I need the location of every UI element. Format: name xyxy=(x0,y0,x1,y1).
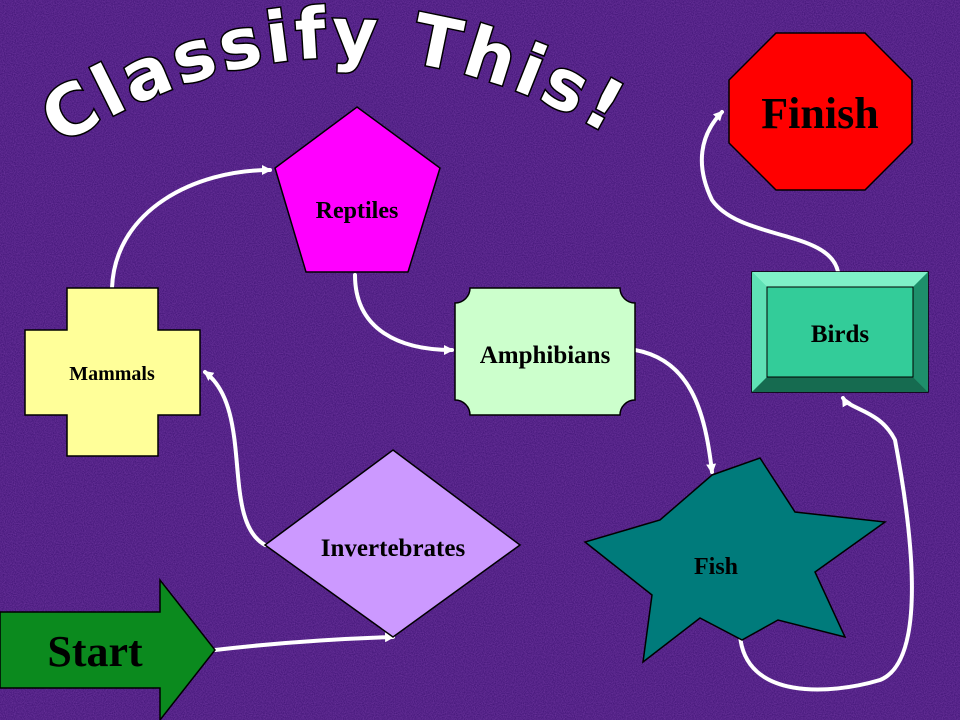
invertebrates-label: Invertebrates xyxy=(321,535,466,562)
start-node[interactable]: Start xyxy=(0,577,216,720)
amphibians-label: Amphibians xyxy=(480,342,611,369)
reptiles-node[interactable]: Reptiles xyxy=(274,106,441,273)
start-label: Start xyxy=(47,627,143,676)
fish-node[interactable]: Fish xyxy=(583,457,888,664)
birds-node[interactable]: Birds xyxy=(751,271,929,393)
arrow-amphibians-to-fish xyxy=(633,348,717,474)
fish-label: Fish xyxy=(694,554,738,580)
finish-node[interactable]: Finish xyxy=(728,32,913,191)
amphibians-node[interactable]: Amphibians xyxy=(454,287,636,416)
mammals-node[interactable]: Mammals xyxy=(24,287,201,457)
arrow-fish-to-birds xyxy=(738,396,914,692)
arrow-birds-to-finish xyxy=(699,110,840,274)
invertebrates-node[interactable]: Invertebrates xyxy=(263,449,522,638)
finish-label: Finish xyxy=(761,89,878,138)
arrow-reptiles-to-amphibians xyxy=(353,273,454,355)
arrow-mammals-to-reptiles xyxy=(110,165,272,290)
reptiles-label: Reptiles xyxy=(316,198,399,224)
birds-label: Birds xyxy=(811,321,870,348)
arrow-start-to-invertebrates xyxy=(213,632,395,652)
mammals-label: Mammals xyxy=(69,363,155,385)
arrow-invertebrates-to-mammals xyxy=(203,370,267,547)
